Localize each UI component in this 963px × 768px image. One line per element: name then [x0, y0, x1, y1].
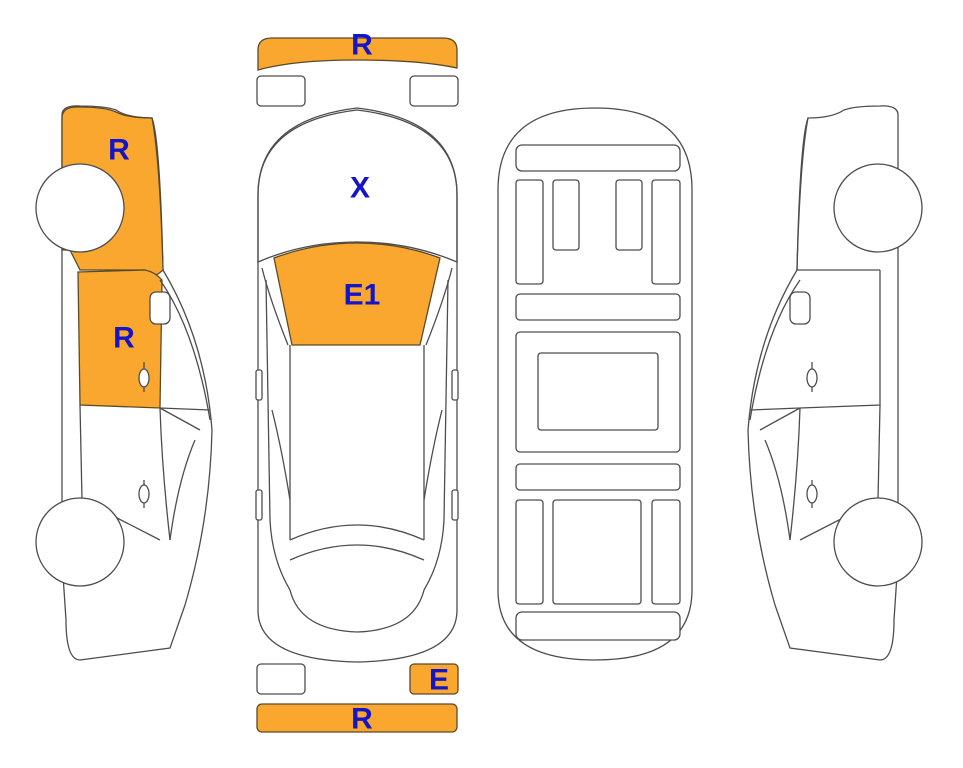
right-side-view [747, 105, 923, 661]
rear-right-light-zone[interactable] [409, 663, 459, 695]
left-front-door-label: R [113, 322, 135, 355]
front-bumper-label: R [351, 29, 373, 62]
left-front-fender-label: R [108, 134, 130, 167]
right-rear-handle [451, 489, 459, 521]
left-front-wheel [35, 163, 125, 253]
front-right-headlight[interactable] [409, 75, 459, 107]
hood-label: E1 [344, 279, 381, 312]
rear-bumper-label: R [351, 703, 373, 736]
rear-bumper-group: E R [256, 663, 459, 736]
left-rear-wheel [35, 497, 125, 587]
rear-bumper-zone[interactable] [256, 703, 458, 733]
hood-zone[interactable] [273, 242, 441, 346]
front-bumper-group: R [256, 29, 459, 107]
right-mirror [451, 369, 459, 401]
left-mirror [255, 369, 263, 401]
right-front-wheel [833, 163, 923, 253]
front-bumper-zone[interactable] [257, 37, 458, 71]
car-top-view: X E1 [255, 107, 459, 663]
windshield-zone[interactable] [257, 109, 458, 263]
windshield-label: X [350, 172, 370, 205]
front-left-headlight[interactable] [256, 75, 306, 107]
left-rear-handle [255, 489, 263, 521]
left-side-view: R R [35, 105, 213, 661]
right-rear-wheel [833, 497, 923, 587]
rear-left-light[interactable] [256, 663, 306, 695]
rear-right-light-label: E [429, 664, 449, 697]
underbody-view [497, 107, 693, 661]
